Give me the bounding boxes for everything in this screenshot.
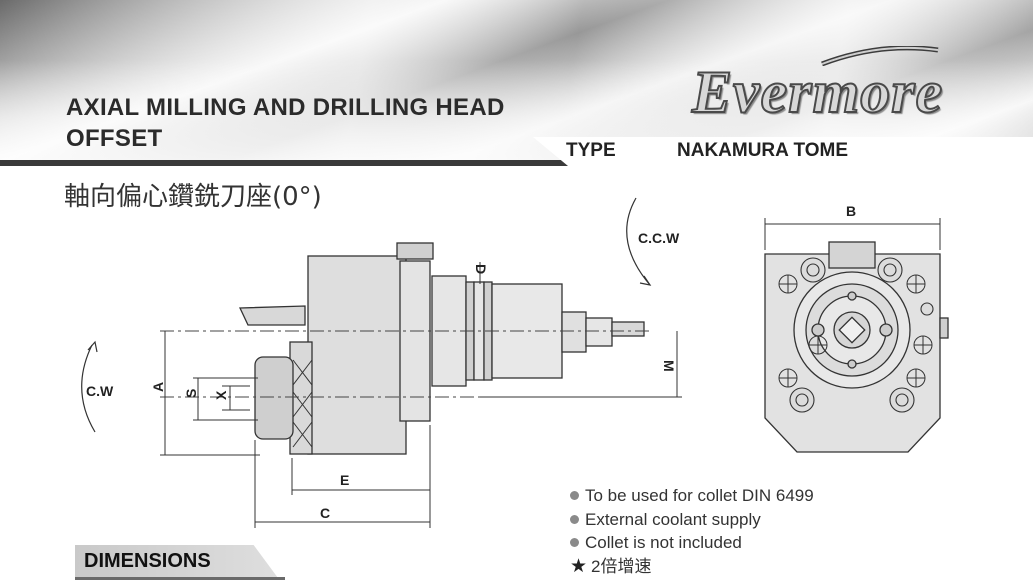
note-item: External coolant supply (570, 508, 814, 532)
page-title: AXIAL MILLING AND DRILLING HEAD OFFSET (66, 92, 505, 154)
note-item: Collet is not included (570, 531, 814, 555)
label-a: A (150, 382, 166, 392)
note-item: To be used for collet DIN 6499 (570, 484, 814, 508)
front-key (828, 241, 876, 269)
label-b: B (846, 203, 856, 219)
drive-step (561, 311, 587, 353)
type-box (533, 137, 1033, 166)
collet-nut (254, 356, 294, 440)
label-s: S (183, 389, 199, 398)
label-d: D (473, 264, 489, 274)
dimensions-label: DIMENSIONS (84, 550, 211, 572)
label-x: X (213, 390, 229, 400)
title-line-1: AXIAL MILLING AND DRILLING HEAD (66, 94, 505, 121)
dimensions-tab (75, 545, 278, 578)
notes-list: To be used for collet DIN 6499 External … (570, 484, 814, 578)
shank-body (491, 283, 563, 379)
bullet-icon (570, 538, 579, 548)
label-ccw: C.C.W (638, 230, 680, 246)
top-key (396, 242, 434, 260)
type-value: NAKAMURA TOME (677, 140, 848, 161)
label-m: M (661, 360, 677, 372)
label-cw: C.W (86, 383, 114, 399)
type-band (0, 160, 1033, 166)
housing-step (399, 260, 431, 422)
label-e: E (340, 472, 349, 488)
side-nub (939, 317, 949, 339)
label-c: C (320, 505, 330, 521)
mount-plate (238, 305, 306, 326)
dimensions-underline (75, 577, 285, 580)
chinese-title: 軸向偏心鑽銑刀座(0°) (64, 182, 322, 212)
brand-logo: Evermore (691, 58, 944, 126)
note-item-star: ★2倍增速 (570, 555, 652, 577)
title-line-2: OFFSET (66, 125, 163, 152)
type-label: TYPE (566, 140, 616, 161)
drive-shaft (585, 317, 613, 347)
logo-swoosh-icon (821, 46, 939, 66)
bullet-icon (570, 491, 579, 501)
main-housing (307, 255, 407, 455)
drive-tenon (611, 321, 645, 337)
bullet-icon (570, 514, 579, 524)
star-icon: ★ (570, 555, 588, 577)
